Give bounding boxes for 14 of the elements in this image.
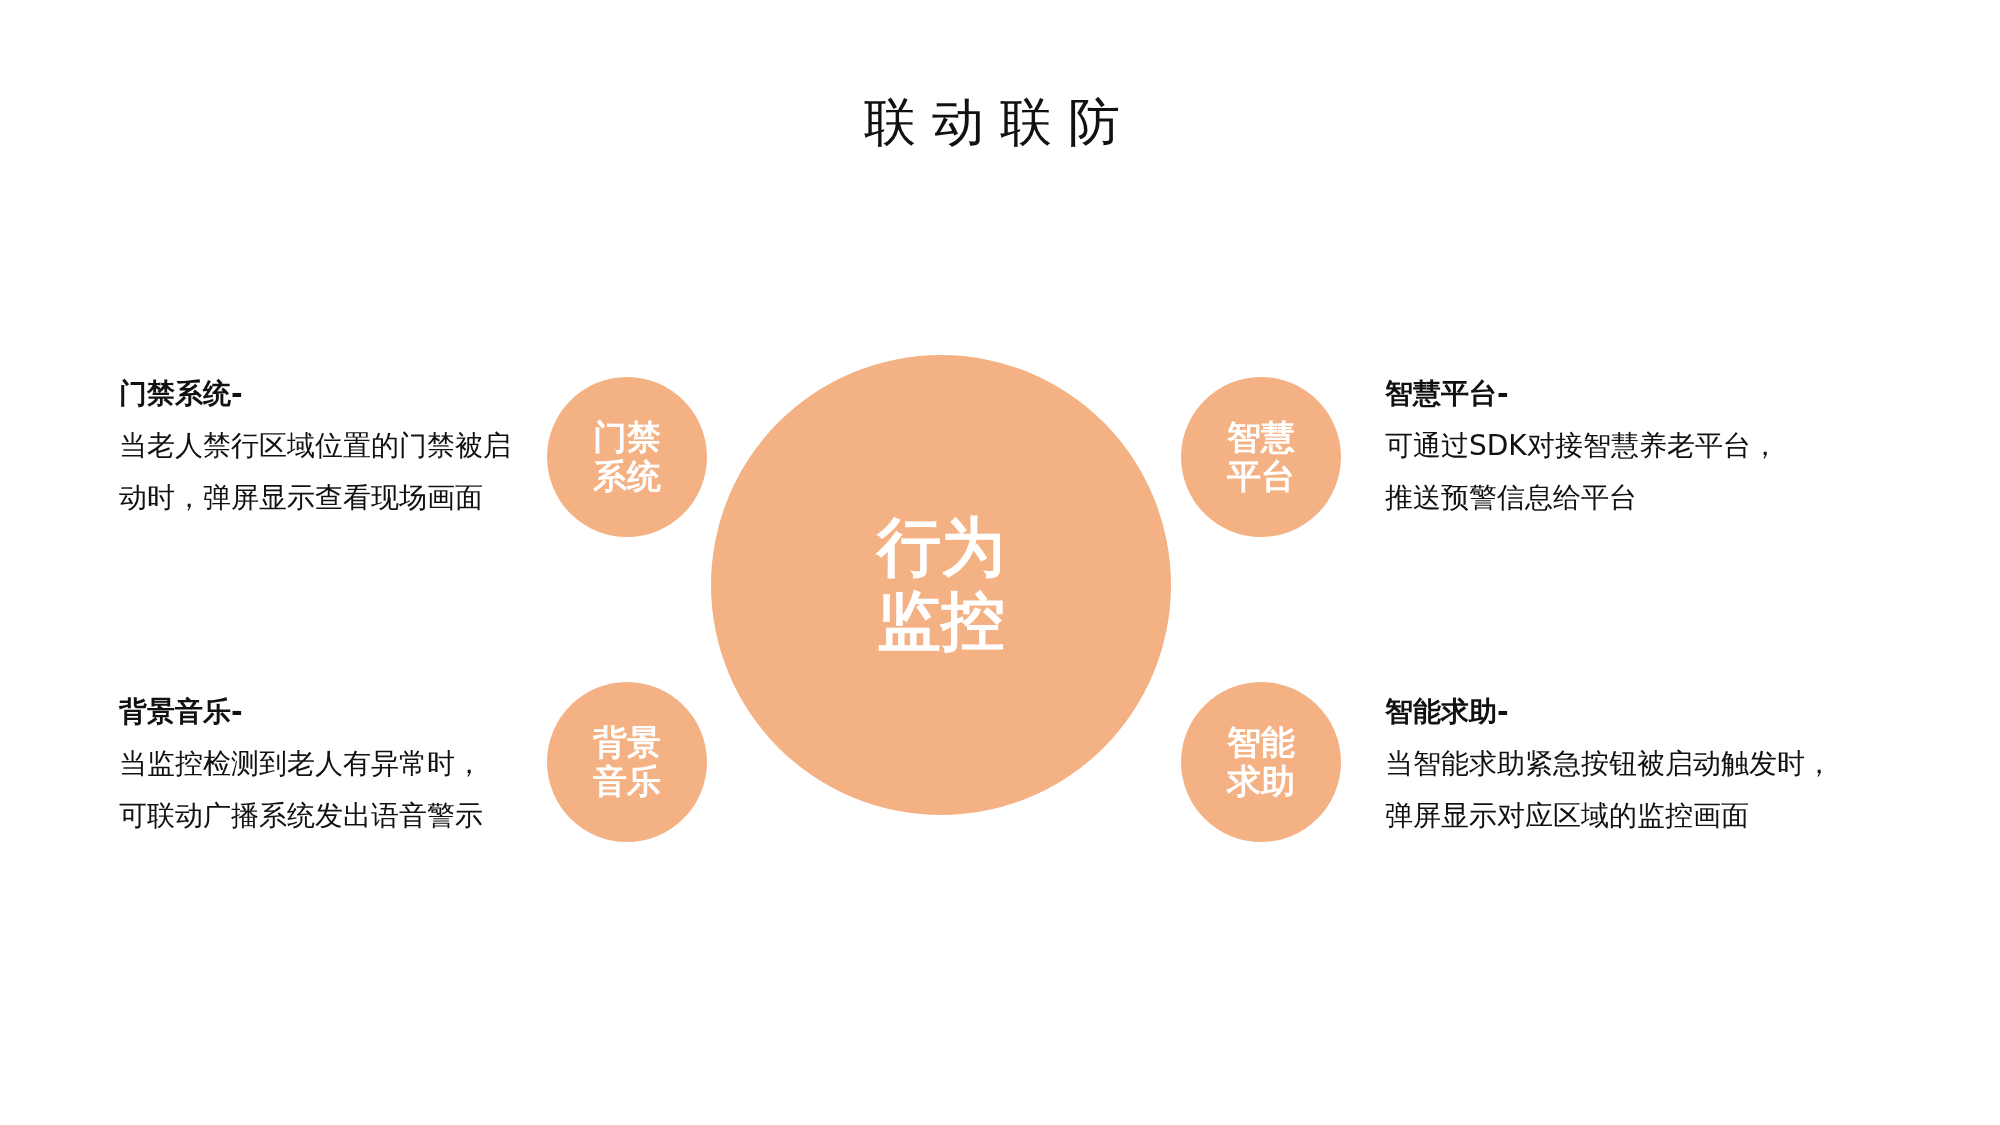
feature-description: 可通过SDK对接智慧养老平台，推送预警信息给平台: [1385, 428, 1780, 516]
feature-heading: 智慧平台-: [1385, 376, 1510, 412]
node-label: 背景音乐: [592, 722, 662, 802]
feature-description: 当智能求助紧急按钮被启动触发时，弹屏显示对应区域的监控画面: [1385, 746, 1834, 834]
feature-heading: 智能求助-: [1385, 694, 1510, 730]
node-label: 智能求助: [1225, 722, 1296, 802]
node-label: 行为监控: [874, 511, 1006, 659]
feature-description: 当监控检测到老人有异常时，可联动广播系统发出语音警示: [119, 746, 484, 834]
title: 联动联防: [863, 91, 1137, 154]
feature-description: 当老人禁行区域位置的门禁被启动时，弹屏显示查看现场画面: [119, 428, 512, 516]
node-label: 门禁系统: [592, 417, 662, 497]
node-label: 智慧平台: [1226, 417, 1296, 497]
feature-heading: 背景音乐-: [119, 694, 244, 730]
feature-heading: 门禁系统-: [119, 376, 244, 412]
